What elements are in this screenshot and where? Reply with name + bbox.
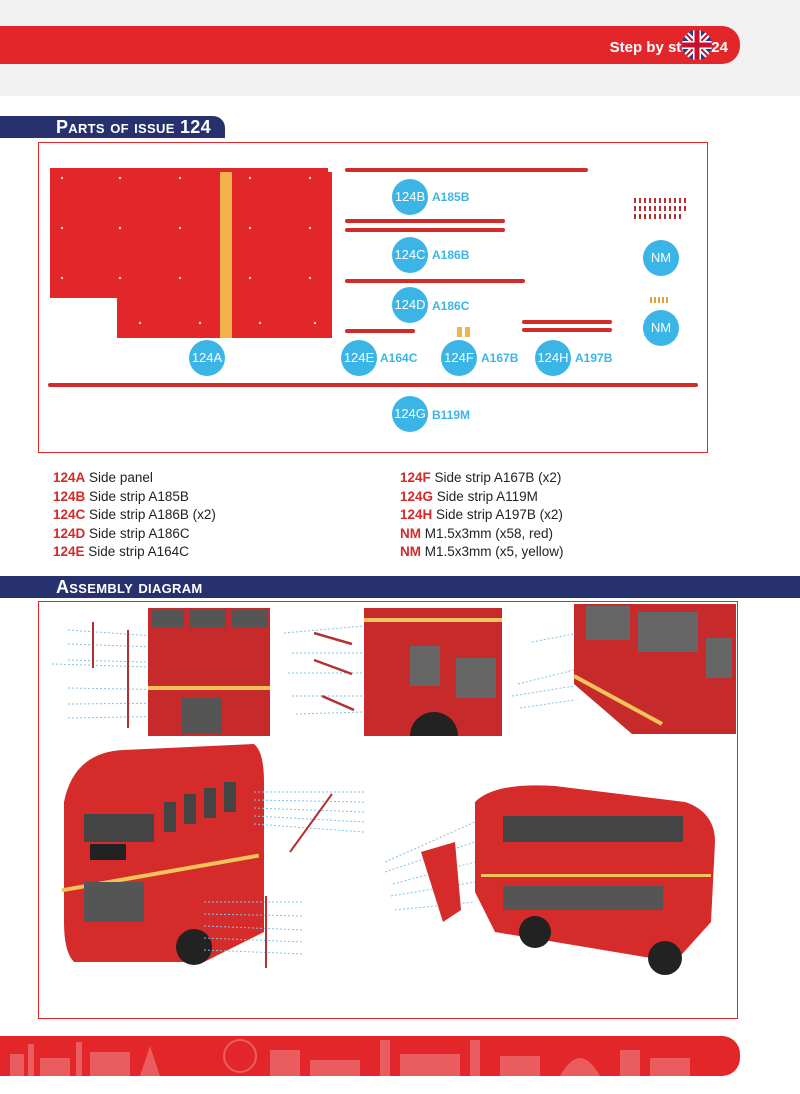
- strip-124g: [48, 383, 698, 387]
- code-b119m: B119M: [432, 408, 471, 422]
- code-a197b: A197B: [575, 351, 613, 365]
- assembly-bus-rear-view: [54, 742, 384, 987]
- list-item: 124G Side strip A119M: [400, 488, 538, 504]
- badge-124g: 124G: [392, 396, 428, 432]
- assembly-section-bar: [0, 576, 800, 598]
- parts-frame: [38, 142, 708, 453]
- strip-124d: [345, 279, 525, 283]
- strip-124e: [345, 329, 415, 333]
- parts-list-right: 124F Side strip A167B (x2) 124G Side str…: [400, 469, 564, 562]
- list-item: NM M1.5x3mm (x58, red): [400, 525, 554, 541]
- assembly-detail-2: [283, 608, 502, 760]
- badge-124b: 124B: [392, 179, 428, 215]
- footer-skyline-bar: [0, 1036, 740, 1076]
- uk-flag-icon: [682, 30, 712, 60]
- assembly-section-title: Assembly diagram: [56, 577, 203, 597]
- strip-124h-2: [522, 328, 612, 332]
- list-item: 124F Side strip A167B (x2): [400, 470, 562, 485]
- badge-nm-red: NM: [643, 240, 679, 276]
- assembly-detail-3: [511, 604, 736, 739]
- parts-section-bar: [0, 116, 225, 138]
- list-item: 124H Side strip A197B (x2): [400, 507, 563, 523]
- list-item: 124A Side panel: [53, 470, 153, 485]
- assembly-bus-side-view: [384, 782, 725, 987]
- strip-124c-1: [345, 219, 505, 223]
- code-a167b: A167B: [481, 351, 519, 365]
- list-item: 124C Side strip A186B (x2): [53, 507, 216, 523]
- code-a186c: A186C: [432, 299, 470, 313]
- side-panel-image: [50, 168, 332, 345]
- badge-124c: 124C: [392, 237, 428, 273]
- badge-nm-yellow: NM: [643, 310, 679, 346]
- parts-list-left: 124A Side panel 124B Side strip A185B 12…: [53, 469, 216, 562]
- badge-124d: 124D: [392, 287, 428, 323]
- badge-124h: 124H: [535, 340, 571, 376]
- assembly-frame: [38, 601, 738, 1019]
- strip-124b: [345, 168, 588, 172]
- badge-124f: 124F: [441, 340, 477, 376]
- strip-124c-2: [345, 228, 505, 232]
- red-screws-image: [634, 196, 690, 227]
- badge-124e: 124E: [341, 340, 377, 376]
- strip-124h-1: [522, 320, 612, 324]
- badge-124a: 124A: [189, 340, 225, 376]
- code-a186b: A186B: [432, 248, 470, 262]
- assembly-detail-1: [48, 608, 270, 741]
- header-bar: [0, 26, 740, 64]
- list-item: NM M1.5x3mm (x5, yellow): [400, 544, 564, 560]
- code-a185b: A185B: [432, 190, 470, 204]
- yellow-screws-image: [650, 292, 672, 310]
- list-item: 124E Side strip A164C: [53, 544, 189, 560]
- list-item: 124B Side strip A185B: [53, 488, 189, 504]
- list-item: 124D Side strip A186C: [53, 525, 190, 541]
- strip-124f: [457, 324, 471, 337]
- code-a164c: A164C: [380, 351, 418, 365]
- parts-section-title: Parts of issue 124: [56, 117, 211, 137]
